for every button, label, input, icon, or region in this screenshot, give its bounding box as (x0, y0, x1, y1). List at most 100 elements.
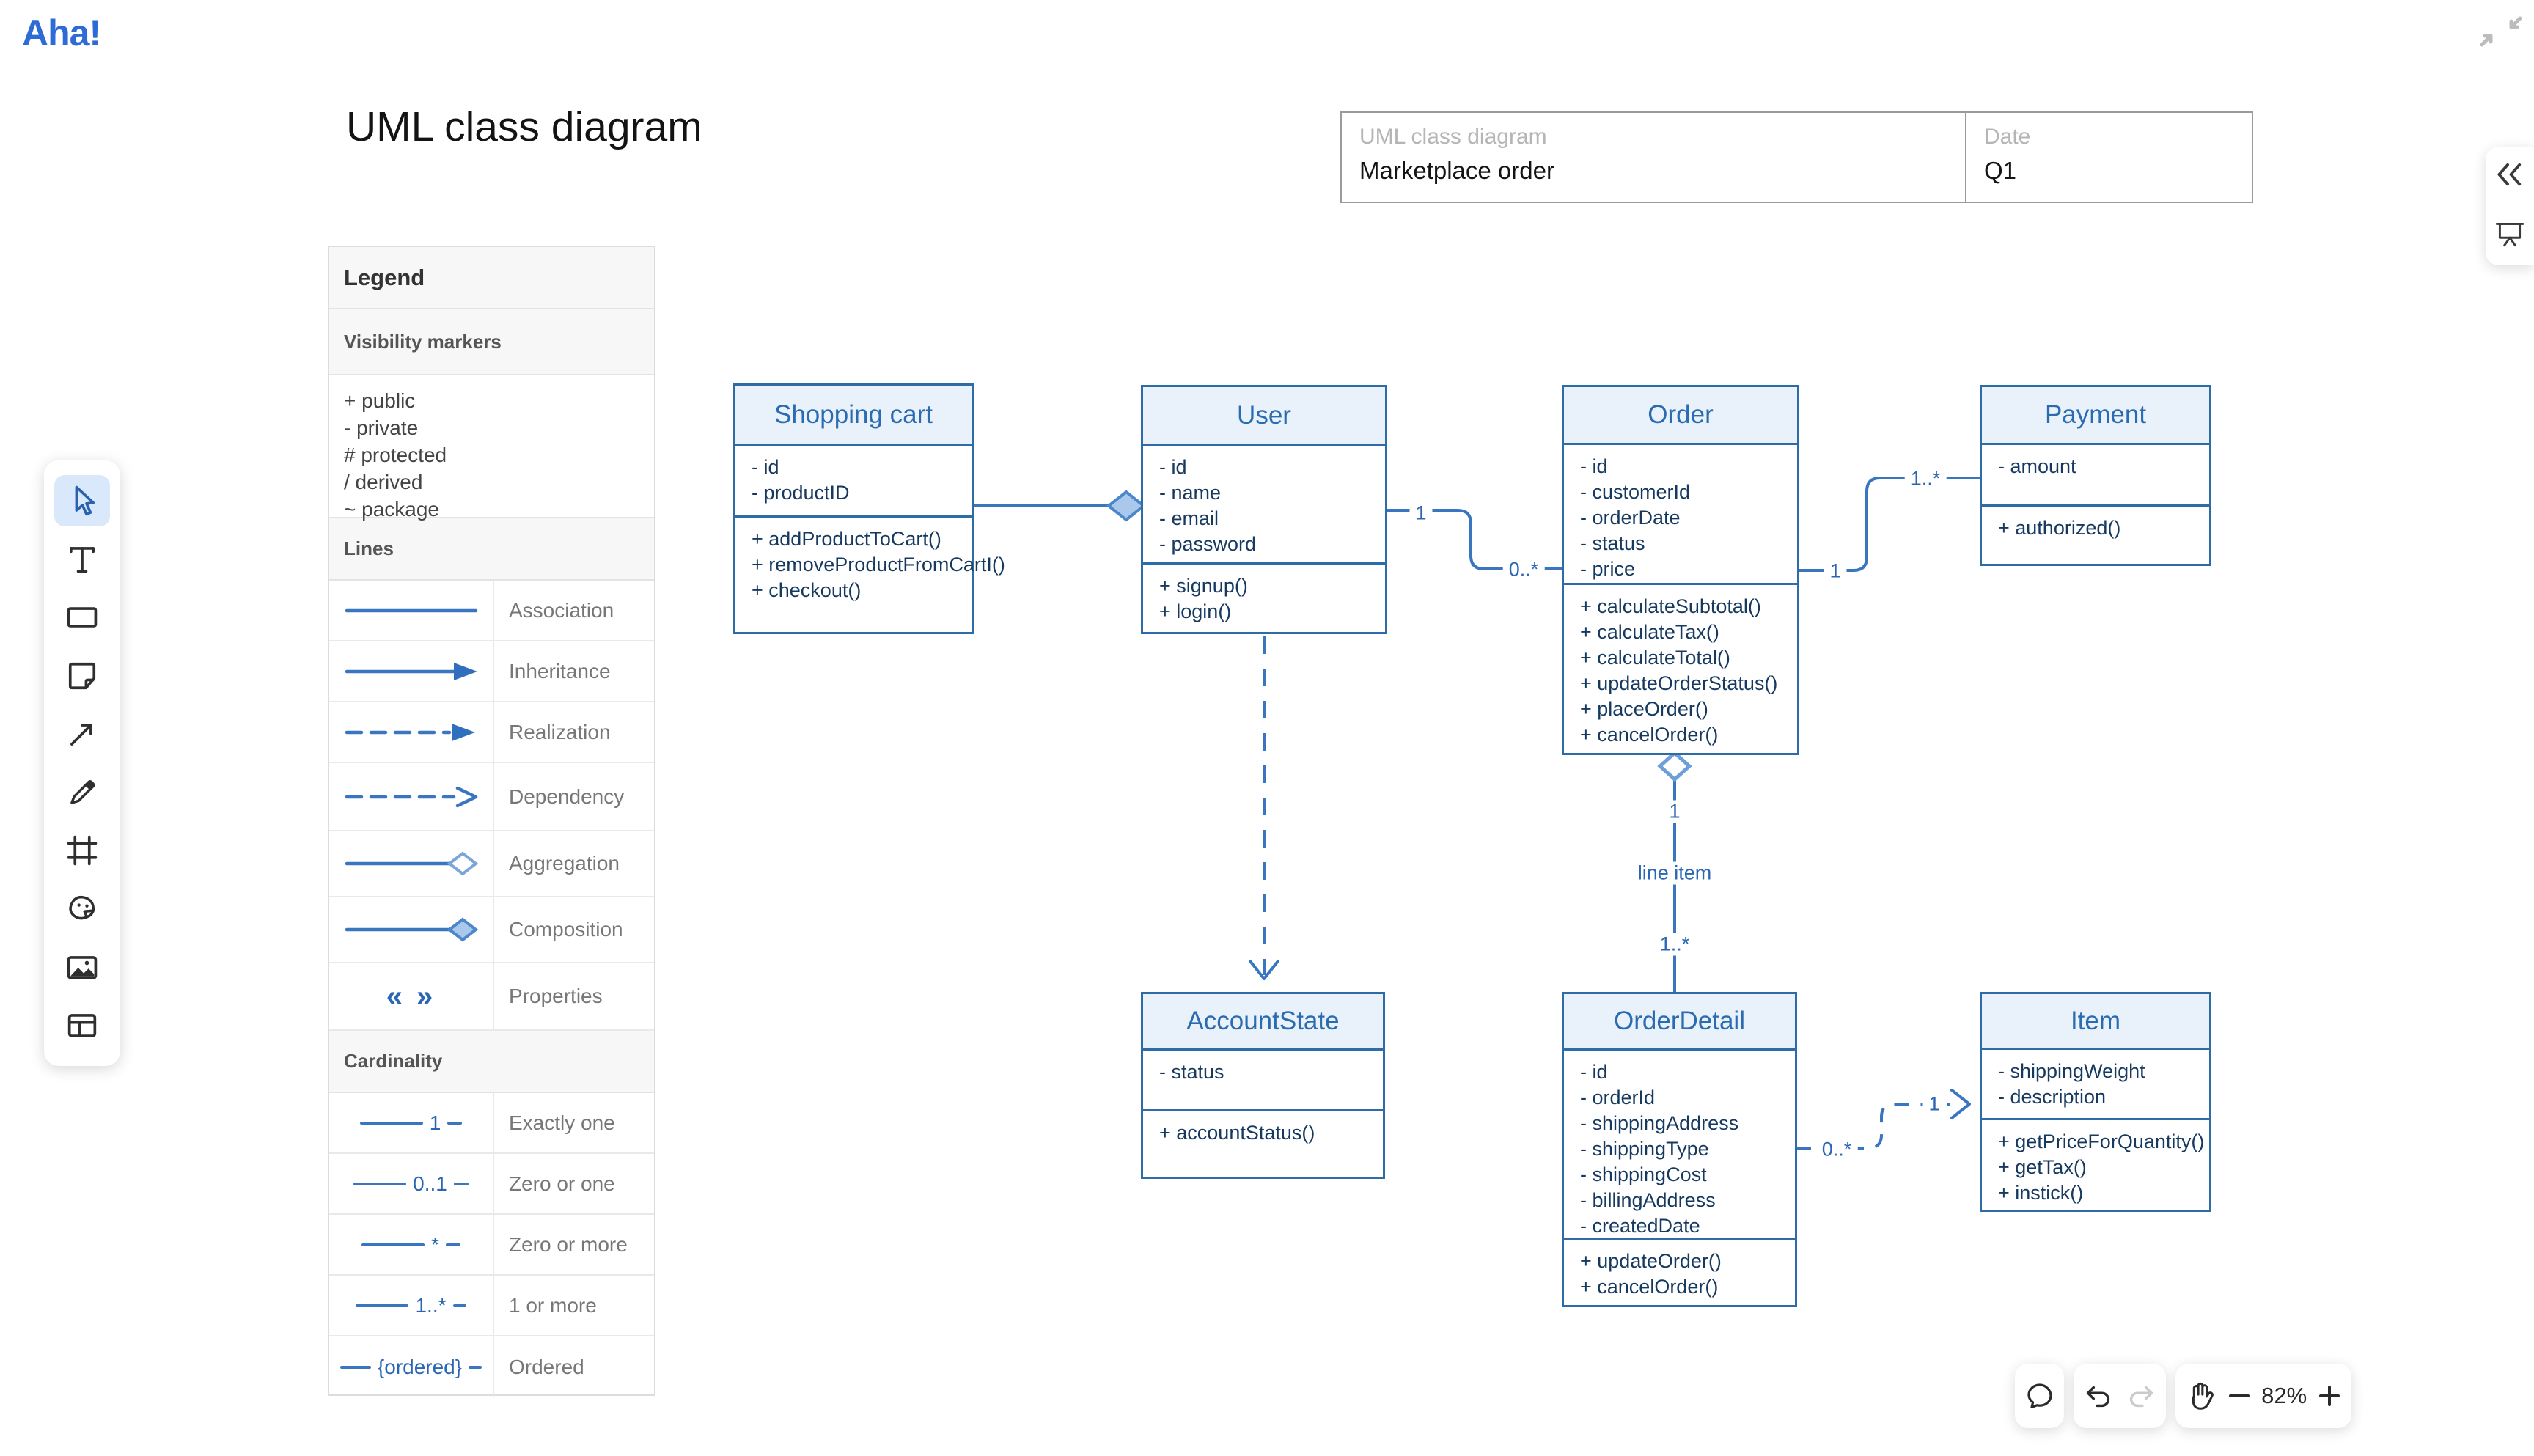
tool-image-button[interactable] (54, 942, 110, 993)
cardinality-label: 1 (1824, 559, 1847, 583)
collapse-window-icon[interactable] (2478, 15, 2524, 48)
sticky-note-icon (68, 662, 96, 689)
class-attribute: - amount (1998, 455, 2076, 477)
tool-pen-button[interactable] (54, 767, 110, 818)
class-attribute: - id (1159, 456, 1187, 478)
zoom-out-button[interactable] (2225, 1381, 2254, 1411)
zoom-controls: 82% (2175, 1364, 2351, 1428)
aggregation-line-sample (345, 851, 478, 876)
aha-logo[interactable]: Aha! (22, 12, 101, 54)
class-method: + cancelOrder() (1580, 724, 1719, 746)
class-order[interactable]: Order - id - customerId - orderDate - st… (1562, 385, 1799, 755)
class-attribute: - shippingAddress (1580, 1112, 1739, 1134)
visibility-item: # protected (344, 444, 447, 466)
class-attribute: - createdDate (1580, 1215, 1700, 1237)
pencil-icon (70, 779, 95, 804)
date-field[interactable]: Date Q1 (1966, 113, 2252, 202)
minus-icon (2228, 1394, 2250, 1397)
class-attribute: - id (752, 456, 779, 478)
class-shopping-cart[interactable]: Shopping cart - id - productID + addProd… (733, 383, 1005, 634)
tool-text-button[interactable] (54, 533, 110, 584)
image-icon (67, 955, 98, 979)
class-method: + placeOrder() (1580, 698, 1708, 720)
cardinality-label: 1 (1663, 800, 1686, 823)
class-attribute: - price (1580, 558, 1636, 580)
legend-row-realization: Realization (329, 702, 654, 763)
redo-button[interactable] (2124, 1379, 2158, 1413)
class-attribute: - id (1580, 455, 1608, 477)
class-method: + accountStatus() (1159, 1122, 1315, 1144)
cursor-icon (75, 485, 95, 515)
class-title: OrderDetail (1564, 994, 1795, 1051)
open-arrowhead-down (1249, 960, 1279, 980)
class-title: User (1143, 387, 1385, 446)
legend-row-zero-or-one: 0..1 Zero or one (329, 1154, 654, 1215)
class-method: + removeProductFromCartI() (752, 554, 1005, 576)
visibility-item: + public (344, 389, 416, 412)
text-icon (69, 547, 95, 573)
class-attribute: - id (1580, 1061, 1608, 1083)
class-method: + authorized() (1998, 517, 2121, 539)
class-method: + getTax() (1998, 1156, 2087, 1178)
collapse-panel-icon[interactable] (2494, 161, 2526, 188)
legend-row-properties: « » Properties (329, 963, 654, 1031)
class-method: + instick() (1998, 1182, 2084, 1204)
date-field-value: Q1 (1984, 157, 2017, 184)
class-attribute: - status (1159, 1061, 1224, 1083)
tool-sticker-button[interactable] (54, 883, 110, 935)
class-attribute: - password (1159, 533, 1257, 555)
class-title: Payment (1982, 387, 2209, 445)
open-arrowhead-right (1950, 1089, 1971, 1119)
class-title: Shopping cart (735, 386, 972, 446)
undo-icon (2087, 1386, 2110, 1408)
tool-select-button[interactable] (54, 474, 110, 526)
aggregation-diamond (1657, 750, 1692, 782)
tool-shape-button[interactable] (54, 592, 110, 643)
history-controls (2074, 1364, 2166, 1428)
comment-button[interactable] (2015, 1364, 2064, 1428)
present-icon[interactable] (2493, 217, 2527, 251)
legend-visibility-header: Visibility markers (329, 309, 654, 375)
class-attribute: - shippingCost (1580, 1163, 1707, 1185)
legend-panel[interactable]: Legend Visibility markers + public - pri… (328, 246, 655, 1397)
class-method: + checkout() (752, 579, 862, 601)
class-method: + signup() (1159, 575, 1248, 597)
hand-tool-button[interactable] (2183, 1379, 2217, 1413)
cardinality-label: 1 (1409, 501, 1433, 525)
tool-sticky-note-button[interactable] (54, 650, 110, 702)
hand-icon (2192, 1382, 2214, 1410)
class-title: Item (1982, 994, 2209, 1050)
realization-line-sample (345, 723, 475, 741)
class-item[interactable]: Item - shippingWeight - description + ge… (1980, 992, 2211, 1212)
composition-diamond (1106, 490, 1147, 522)
class-method: + calculateSubtotal() (1580, 595, 1761, 617)
title-field[interactable]: UML class diagram Marketplace order (1342, 113, 1966, 202)
zoom-in-button[interactable] (2315, 1381, 2344, 1411)
page-title[interactable]: UML class diagram (346, 103, 702, 150)
redo-icon (2129, 1386, 2153, 1408)
order-payment-connector (1799, 477, 1980, 572)
legend-row-association: Association (329, 581, 654, 641)
class-account-state[interactable]: AccountState - status + accountStatus() (1141, 992, 1385, 1179)
class-payment[interactable]: Payment - amount + authorized() (1980, 385, 2211, 566)
arrow-icon (70, 724, 92, 746)
zoom-level[interactable]: 82% (2261, 1383, 2307, 1408)
undo-button[interactable] (2082, 1379, 2115, 1413)
class-attribute: - productID (752, 482, 850, 504)
tool-template-button[interactable] (54, 1000, 110, 1051)
legend-visibility-items: + public - private # protected / derived… (329, 375, 654, 521)
tool-connector-button[interactable] (54, 708, 110, 760)
class-attribute: - orderDate (1580, 507, 1681, 529)
composition-line-sample (345, 917, 478, 942)
comment-bubble-icon (2027, 1383, 2052, 1409)
class-method: + cancelOrder() (1580, 1276, 1719, 1298)
class-user[interactable]: User - id - name - email - password + si… (1141, 385, 1387, 634)
legend-row-composition: Composition (329, 897, 654, 963)
class-order-detail[interactable]: OrderDetail - id - orderId - shippingAdd… (1562, 992, 1797, 1307)
tool-frame-button[interactable] (54, 825, 110, 876)
legend-title: Legend (329, 247, 654, 309)
class-attribute: - status (1580, 532, 1645, 554)
legend-row-one-or-more: 1..* 1 or more (329, 1276, 654, 1336)
